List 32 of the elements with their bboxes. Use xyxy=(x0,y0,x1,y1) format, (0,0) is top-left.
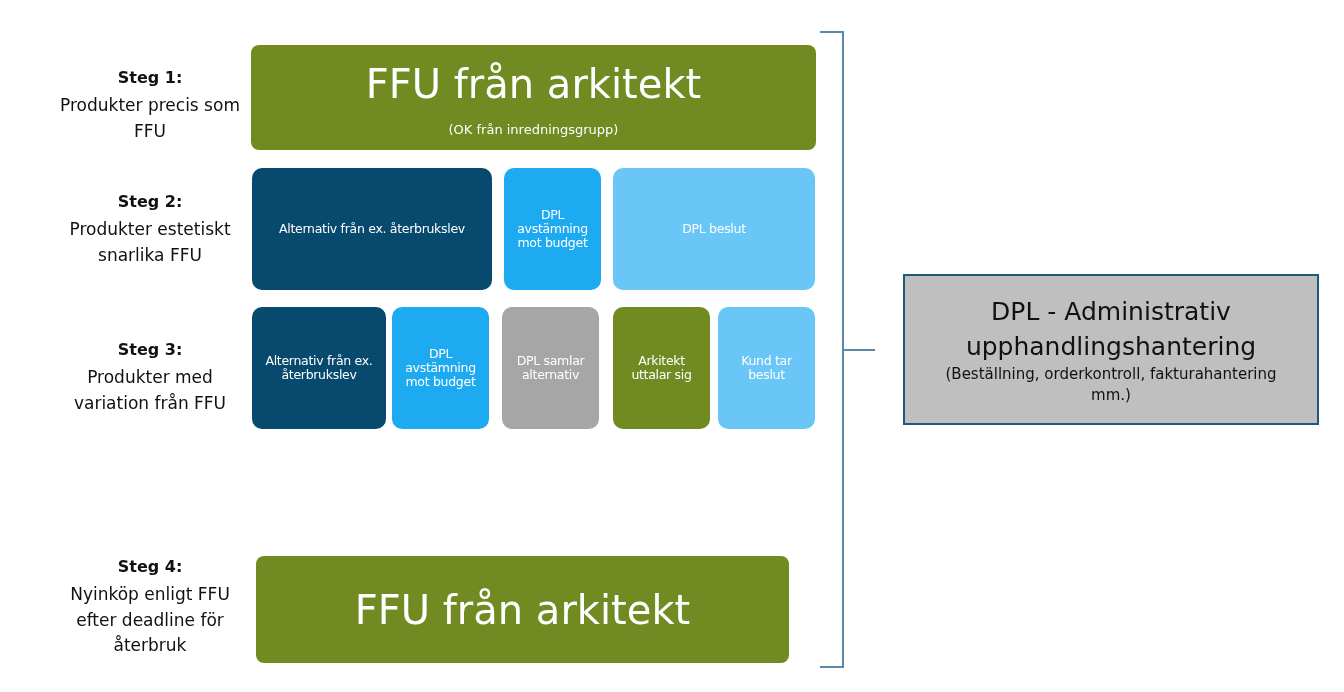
step-heading: Steg 1: xyxy=(116,67,184,89)
step-description: Nyinköp enligt FFU efter deadline för återbruk xyxy=(69,583,231,657)
box-title: DPL samlar alternativ xyxy=(515,354,586,382)
box-title: Alternativ från ex. återbrukslev xyxy=(279,222,465,236)
box-title: DPL beslut xyxy=(682,222,746,236)
box-title: Kund tar beslut xyxy=(740,354,793,382)
step-heading: Steg 3: xyxy=(116,339,184,361)
process-box xyxy=(613,168,815,290)
box-title: Alternativ från ex. återbrukslev xyxy=(264,354,374,382)
process-box xyxy=(256,556,789,663)
process-box xyxy=(252,307,386,429)
step-description: Produkter med variation från FFU xyxy=(72,366,228,415)
process-box xyxy=(252,168,492,290)
box-note: (Beställning, orderkontroll, fakturahantering mm.) xyxy=(944,364,1278,405)
box-title: FFU från arkitekt xyxy=(354,585,691,635)
process-box xyxy=(504,168,601,290)
step-description: Produkter precis som FFU xyxy=(60,94,240,143)
process-box xyxy=(718,307,815,429)
step-description: Produkter estetiskt snarlika FFU xyxy=(68,218,232,267)
process-box xyxy=(392,307,489,429)
box-title: DPL - Administrativ upphandlingshantering xyxy=(964,296,1258,364)
box-title: DPL avstämning mot budget xyxy=(516,208,589,250)
box-title: DPL avstämning mot budget xyxy=(404,347,477,389)
box-title: Arkitekt uttalar sig xyxy=(630,354,693,382)
process-box xyxy=(251,45,816,150)
process-box xyxy=(613,307,710,429)
step-heading: Steg 2: xyxy=(116,191,184,213)
box-title: FFU från arkitekt xyxy=(365,59,702,109)
info-box xyxy=(903,274,1319,425)
process-box xyxy=(502,307,599,429)
box-note: (OK från inredningsgrupp) xyxy=(448,120,619,139)
step-heading: Steg 4: xyxy=(116,556,184,578)
